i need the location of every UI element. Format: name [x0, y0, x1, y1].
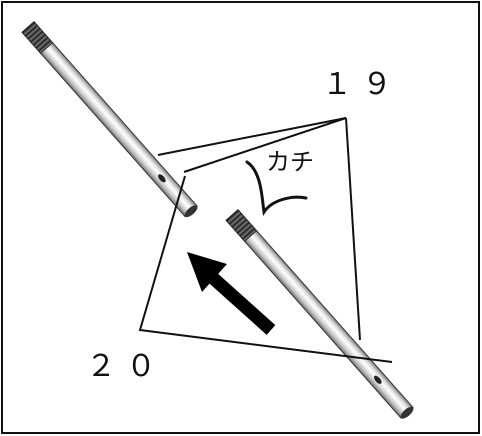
lower-rod-end	[400, 406, 414, 419]
lower-rod	[225, 209, 414, 419]
insert-direction-arrow	[187, 252, 276, 335]
callout-19-leaders	[157, 117, 361, 341]
click-mark-curve	[245, 160, 308, 216]
callout-20-leaders	[138, 175, 393, 363]
upper-rod	[21, 21, 198, 218]
callout-label-19: １９	[322, 67, 402, 102]
upper-rod-end	[184, 205, 198, 218]
lower-rod-slot	[374, 375, 382, 384]
click-annotation: カチ	[266, 148, 314, 176]
upper-rod-slot	[158, 174, 166, 183]
callout-label-20: ２０	[86, 349, 166, 384]
